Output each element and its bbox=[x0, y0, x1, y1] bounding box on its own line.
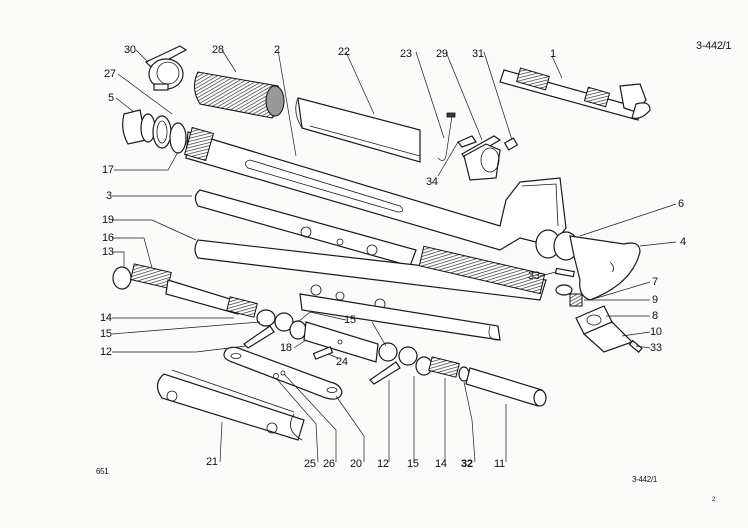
callout-11: 11 bbox=[494, 458, 505, 470]
callout-14-right: 14 bbox=[435, 458, 447, 470]
part-12-balljoint-left bbox=[243, 312, 294, 349]
callout-28: 28 bbox=[212, 44, 224, 56]
callout-24: 24 bbox=[336, 356, 348, 368]
drawing-reference-top: 3-442/1 bbox=[696, 40, 732, 52]
callout-21: 21 bbox=[206, 456, 218, 468]
part-15-cup-left bbox=[256, 309, 276, 327]
part-27-lockwasher bbox=[152, 115, 172, 149]
callout-6: 6 bbox=[678, 198, 684, 210]
part-7-plug bbox=[555, 284, 573, 296]
part-4-shroud bbox=[569, 235, 641, 301]
part-1-column-assembly bbox=[499, 67, 651, 121]
callout-2: 2 bbox=[274, 44, 280, 56]
callout-4: 4 bbox=[680, 236, 686, 248]
part-15-cup-right bbox=[378, 342, 398, 362]
callout-25: 25 bbox=[304, 458, 316, 470]
part-16-threaded-rod bbox=[130, 263, 241, 315]
callout-9: 9 bbox=[652, 294, 658, 306]
drawing-reference-bottom: 3-442/1 bbox=[632, 475, 658, 484]
callout-15-left: 15 bbox=[100, 328, 112, 340]
callout-15-right: 15 bbox=[407, 458, 419, 470]
callout-8: 8 bbox=[652, 310, 658, 322]
corner-mark: 2 bbox=[712, 497, 716, 503]
callout-12-right: 12 bbox=[377, 458, 389, 470]
part-23-wire-clip bbox=[437, 112, 456, 161]
part-31-screw bbox=[503, 137, 519, 151]
callout-27: 27 bbox=[104, 68, 116, 80]
callout-33-lower: 33 bbox=[650, 342, 662, 354]
part-14-spring-left bbox=[226, 296, 258, 318]
part-14-spring-right bbox=[428, 356, 460, 378]
part-19-splined-shaft bbox=[194, 239, 547, 310]
callout-16: 16 bbox=[102, 232, 114, 244]
part-9-spring bbox=[569, 293, 583, 307]
callout-5: 5 bbox=[108, 92, 114, 104]
callout-17: 17 bbox=[102, 164, 114, 176]
part-30-clamp-bracket bbox=[144, 45, 188, 91]
part-5-nut bbox=[122, 109, 156, 145]
part-2-outer-tube bbox=[183, 126, 567, 251]
part-13-end-nut bbox=[112, 266, 132, 290]
callout-32: 32 bbox=[461, 458, 473, 470]
part-11-sleeve bbox=[465, 367, 547, 407]
part-12-balljoint-right bbox=[369, 346, 418, 385]
callout-22: 22 bbox=[338, 46, 350, 58]
callout-1: 1 bbox=[550, 48, 556, 60]
part-22-half-shell bbox=[295, 97, 421, 163]
callout-10: 10 bbox=[650, 326, 662, 338]
leader-lines bbox=[111, 49, 677, 463]
callout-20: 20 bbox=[350, 458, 362, 470]
part-24-pin bbox=[312, 346, 334, 360]
callout-13: 13 bbox=[102, 246, 114, 258]
callout-18: 18 bbox=[280, 342, 292, 354]
part-33-pin-lower bbox=[628, 339, 643, 354]
callout-14-left: 14 bbox=[100, 312, 112, 324]
callout-15-center: 15 bbox=[344, 314, 356, 326]
part-18-spacer-tube bbox=[303, 321, 379, 363]
callout-23: 23 bbox=[400, 48, 412, 60]
callout-31: 31 bbox=[472, 48, 484, 60]
part-34-shim bbox=[457, 135, 477, 148]
part-33-pin-upper bbox=[554, 267, 575, 278]
part-tube-cutaway bbox=[299, 293, 501, 341]
callout-34: 34 bbox=[426, 176, 438, 188]
part-21-half-tube bbox=[156, 369, 305, 441]
callout-33-upper: 33 bbox=[528, 270, 540, 282]
callout-26: 26 bbox=[323, 458, 335, 470]
callout-12-left: 12 bbox=[100, 346, 112, 358]
callout-7: 7 bbox=[652, 276, 658, 288]
part-28-bellows bbox=[194, 71, 285, 119]
part-29-bracket bbox=[461, 135, 502, 181]
callout-19: 19 bbox=[102, 214, 114, 226]
callout-3: 3 bbox=[106, 190, 112, 202]
page-code: 651 bbox=[96, 467, 109, 476]
callout-30: 30 bbox=[124, 44, 136, 56]
part-15-cup-center bbox=[289, 320, 307, 340]
callout-29: 29 bbox=[436, 48, 448, 60]
part-17-ring bbox=[169, 122, 187, 154]
part-3-inner-tube bbox=[194, 189, 417, 267]
